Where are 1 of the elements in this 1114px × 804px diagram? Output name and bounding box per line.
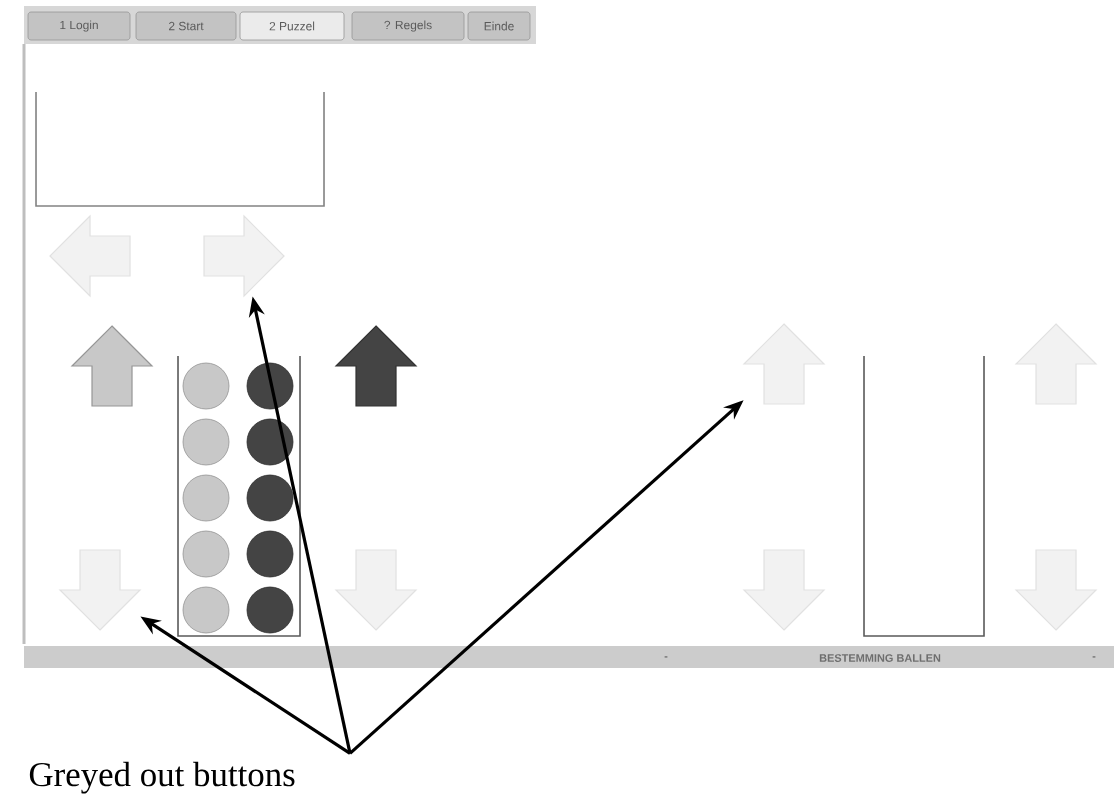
caption: Greyed out buttons <box>29 761 295 794</box>
